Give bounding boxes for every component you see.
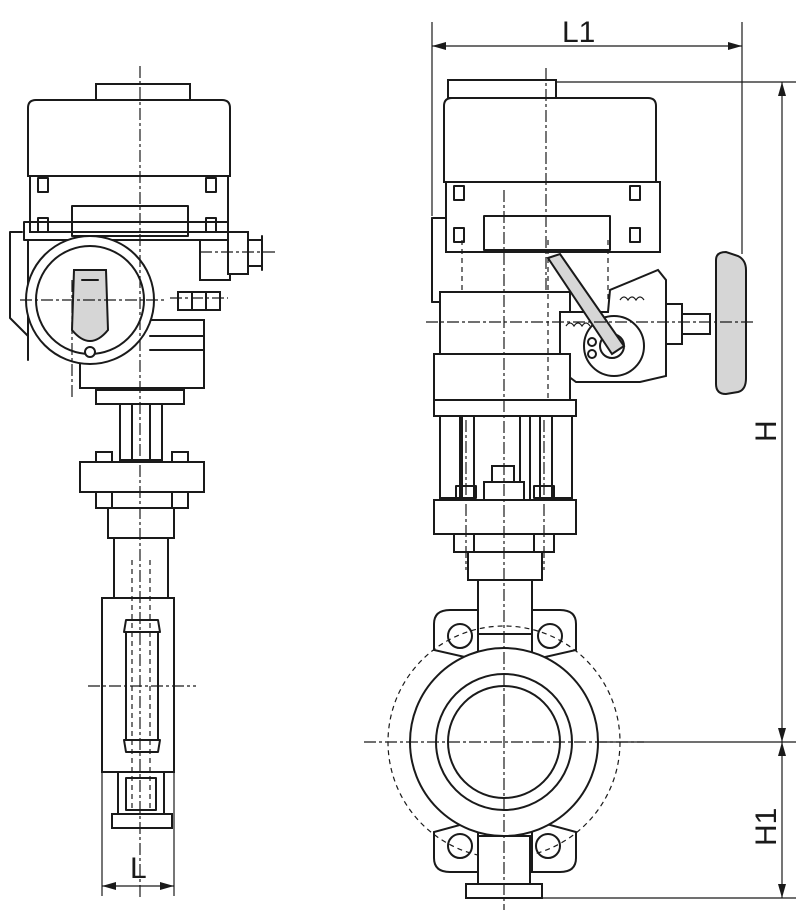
side-gland-box: [199, 239, 231, 281]
front-handwheel: [715, 250, 747, 396]
dimension-label-L1: L1: [562, 16, 595, 49]
side-bottom-plate: [111, 813, 173, 829]
front-bracket-top-plate: [433, 399, 577, 417]
front-bolt-hole-tl: [447, 623, 473, 649]
front-view: L1 H H1: [364, 16, 796, 910]
side-position-indicator: [70, 269, 110, 342]
side-neck-lower: [113, 537, 169, 601]
front-shaft-collar: [665, 303, 683, 345]
front-coupling-nut: [491, 465, 515, 483]
front-bolt-hole-tr: [537, 623, 563, 649]
side-view: L: [9, 66, 276, 900]
front-neck-lower: [477, 579, 533, 635]
dimension-label-H1: H1: [750, 808, 783, 846]
front-body-window: [483, 215, 611, 251]
front-bracket-left: [439, 415, 461, 499]
side-actuator-cover: [27, 99, 231, 177]
side-top-cap: [95, 83, 191, 101]
front-shaft: [681, 313, 711, 335]
side-flange: [79, 461, 205, 493]
side-gland-nut: [227, 231, 249, 275]
side-fitting: [177, 291, 221, 311]
front-actuator-cover: [443, 97, 657, 183]
front-bolt-hole-br: [535, 833, 561, 859]
front-lower-block: [433, 353, 571, 401]
side-handle: [9, 231, 29, 337]
dimension-label-L: L: [130, 852, 147, 885]
front-bracket-bottom-plate: [433, 499, 577, 535]
side-stem: [119, 403, 163, 461]
front-middle-housing: [439, 291, 571, 355]
front-neck: [467, 551, 543, 581]
front-bracket-right: [551, 415, 573, 499]
side-valve-body: [101, 597, 175, 773]
dimension-label-H: H: [750, 420, 783, 442]
side-actuator-body: [29, 175, 229, 233]
side-neck: [107, 507, 175, 539]
front-top-cap: [447, 79, 557, 99]
